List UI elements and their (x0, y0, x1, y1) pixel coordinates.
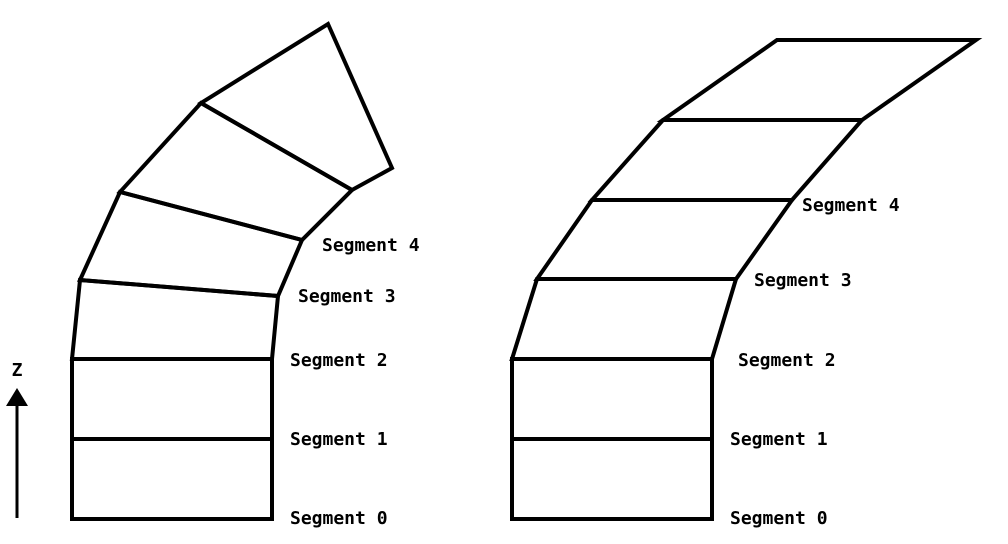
right-top-cap (656, 38, 983, 122)
z-axis-arrowhead (6, 388, 28, 406)
z-axis-label: Z (12, 360, 23, 381)
left-figure: Segment 0 Segment 1 Segment 2 Segment 3 … (69, 21, 420, 529)
right-label-segment-1: Segment 1 (730, 429, 828, 450)
right-segment-2 (509, 277, 739, 361)
left-label-segment-1: Segment 1 (290, 429, 388, 450)
left-segment-0 (70, 437, 274, 521)
right-segment-0 (510, 437, 714, 521)
left-top-cap (197, 21, 395, 193)
right-figure: Segment 0 Segment 1 Segment 2 Segment 3 … (509, 38, 983, 529)
right-segment-1 (510, 357, 714, 441)
right-label-segment-3: Segment 3 (754, 270, 852, 291)
left-label-segment-4: Segment 4 (322, 235, 420, 256)
left-segment-3 (77, 189, 305, 299)
left-label-segment-2: Segment 2 (290, 350, 388, 371)
left-label-segment-0: Segment 0 (290, 508, 388, 529)
right-label-segment-2: Segment 2 (738, 350, 836, 371)
left-segment-1 (70, 357, 274, 441)
left-label-segment-3: Segment 3 (298, 286, 396, 307)
right-label-segment-0: Segment 0 (730, 508, 828, 529)
z-axis: Z (6, 360, 28, 518)
right-segment-3 (533, 198, 796, 281)
right-segment-4 (587, 118, 867, 202)
right-label-segment-4: Segment 4 (802, 195, 900, 216)
